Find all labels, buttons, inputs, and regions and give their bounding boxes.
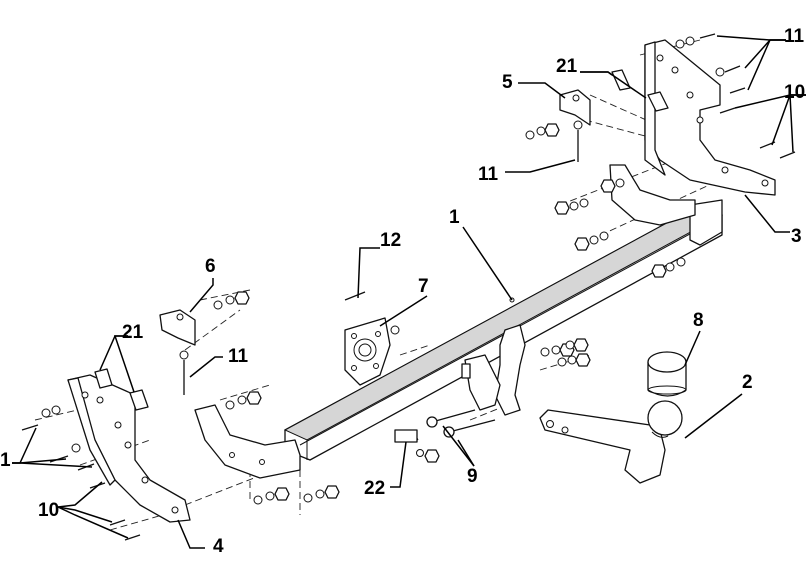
- ball-cap: [647, 351, 687, 397]
- label-spacer-right: 5: [502, 72, 513, 93]
- label-bolt-spacer-right: 11: [478, 164, 499, 185]
- part-labels: 1 2 3 4 5 6 7 8 9 10 10 11 11 11 1 12 21…: [0, 26, 805, 557]
- label-bolts-left-outer: 1: [0, 450, 11, 471]
- spring: [394, 429, 419, 443]
- label-tube: 1: [449, 207, 460, 228]
- right-spacer-bolt: [525, 120, 583, 162]
- right-spacer-bracket: [559, 89, 591, 126]
- label-bolts-right: 10: [784, 82, 805, 103]
- plate-bolt: [344, 291, 366, 301]
- label-socket-plate: 7: [418, 276, 429, 297]
- right-nuts: [554, 178, 686, 278]
- label-bracket-left: 4: [213, 536, 224, 557]
- right-side-bracket: [609, 39, 776, 226]
- ball-neck: [539, 400, 683, 484]
- clips: [94, 69, 669, 411]
- hardware-fasteners: [21, 33, 796, 541]
- left-spacer-bolt: [179, 291, 250, 395]
- left-nuts: [225, 325, 440, 505]
- left-spacer-bracket: [159, 309, 196, 346]
- label-bracket-right: 3: [791, 226, 802, 247]
- label-clips-left: 21: [122, 322, 144, 343]
- label-plate-bolt: 12: [380, 230, 401, 251]
- label-bolts-left: 10: [38, 500, 59, 521]
- label-bolts-right-top: 11: [784, 26, 805, 47]
- center-mount-bracket: [461, 324, 526, 416]
- label-clips-right: 21: [556, 56, 578, 77]
- leader-lines: [12, 35, 806, 549]
- label-ball-neck: 2: [742, 372, 753, 393]
- right-bracket-bolts: [675, 33, 796, 159]
- label-bolt-spacer-left: 11: [228, 346, 249, 367]
- label-bolts-center: 9: [467, 466, 478, 487]
- label-cap: 8: [693, 310, 704, 331]
- label-spacer-left: 6: [205, 256, 216, 277]
- label-spring: 22: [364, 478, 385, 499]
- center-nuts: [540, 338, 591, 367]
- left-side-bracket: [67, 374, 301, 523]
- left-bracket-bolts: [21, 405, 141, 541]
- socket-plate: [344, 317, 391, 386]
